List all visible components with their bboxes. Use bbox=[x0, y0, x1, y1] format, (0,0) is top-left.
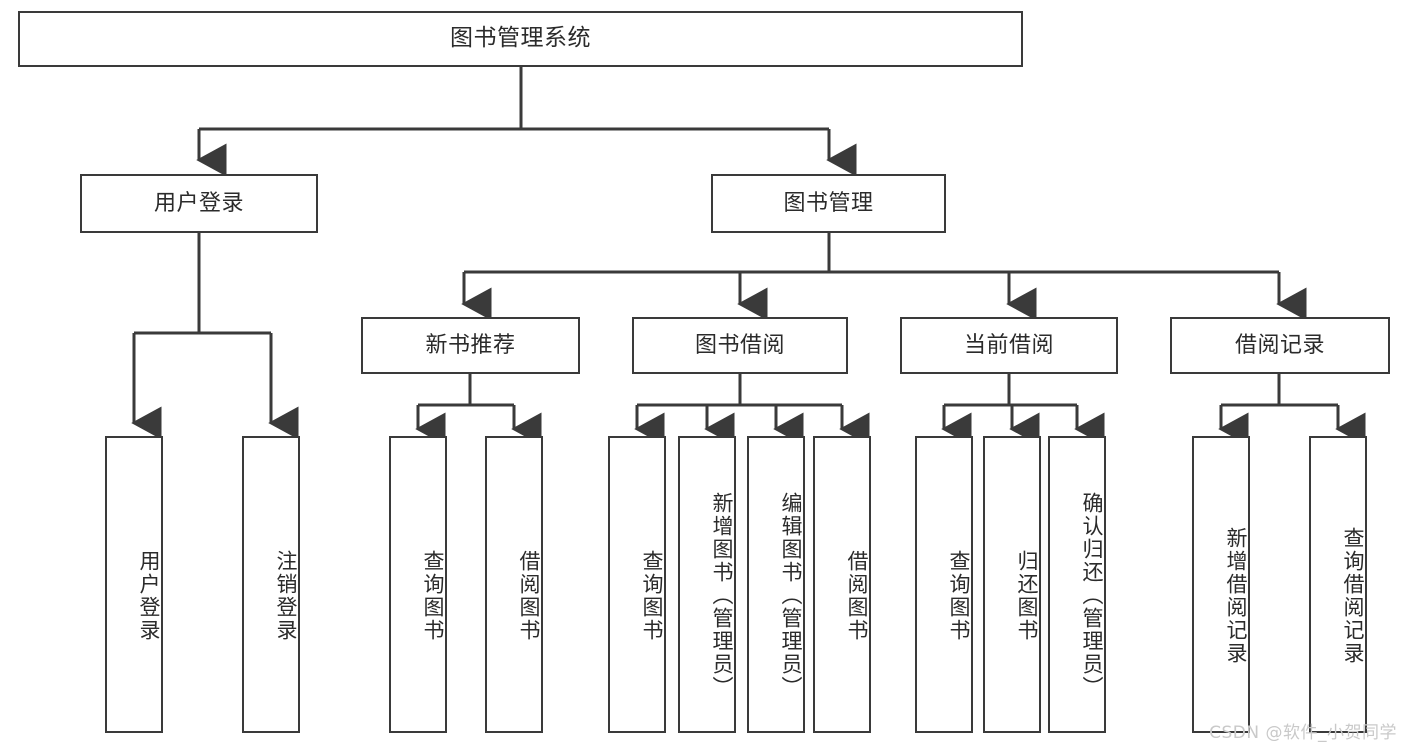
leaf-current-confirm-return-admin[interactable]: 确认归还（管理员） bbox=[1048, 436, 1106, 733]
leaf-borrow-add-book-admin[interactable]: 新增图书（管理员） bbox=[678, 436, 736, 733]
node-new-book-recommend[interactable]: 新书推荐 bbox=[361, 317, 580, 374]
leaf-record-add[interactable]: 新增借阅记录 bbox=[1192, 436, 1250, 733]
leaf-borrow-borrow-book[interactable]: 借阅图书 bbox=[813, 436, 871, 733]
watermark-text: CSDN @软件_小贺同学 bbox=[1209, 723, 1397, 743]
leaf-borrow-query-book[interactable]: 查询图书 bbox=[608, 436, 666, 733]
leaf-current-return-book[interactable]: 归还图书 bbox=[983, 436, 1041, 733]
node-user-login[interactable]: 用户登录 bbox=[80, 174, 318, 233]
node-borrow-record[interactable]: 借阅记录 bbox=[1170, 317, 1390, 374]
node-book-borrow[interactable]: 图书借阅 bbox=[632, 317, 848, 374]
leaf-logout[interactable]: 注销登录 bbox=[242, 436, 300, 733]
leaf-borrow-edit-book-admin[interactable]: 编辑图书（管理员） bbox=[747, 436, 805, 733]
node-root-system[interactable]: 图书管理系统 bbox=[18, 11, 1023, 67]
node-current-borrow[interactable]: 当前借阅 bbox=[900, 317, 1118, 374]
leaf-new-book-query[interactable]: 查询图书 bbox=[389, 436, 447, 733]
leaf-record-query[interactable]: 查询借阅记录 bbox=[1309, 436, 1367, 733]
leaf-user-login[interactable]: 用户登录 bbox=[105, 436, 163, 733]
leaf-current-query-book[interactable]: 查询图书 bbox=[915, 436, 973, 733]
leaf-new-book-borrow[interactable]: 借阅图书 bbox=[485, 436, 543, 733]
node-book-management[interactable]: 图书管理 bbox=[711, 174, 946, 233]
